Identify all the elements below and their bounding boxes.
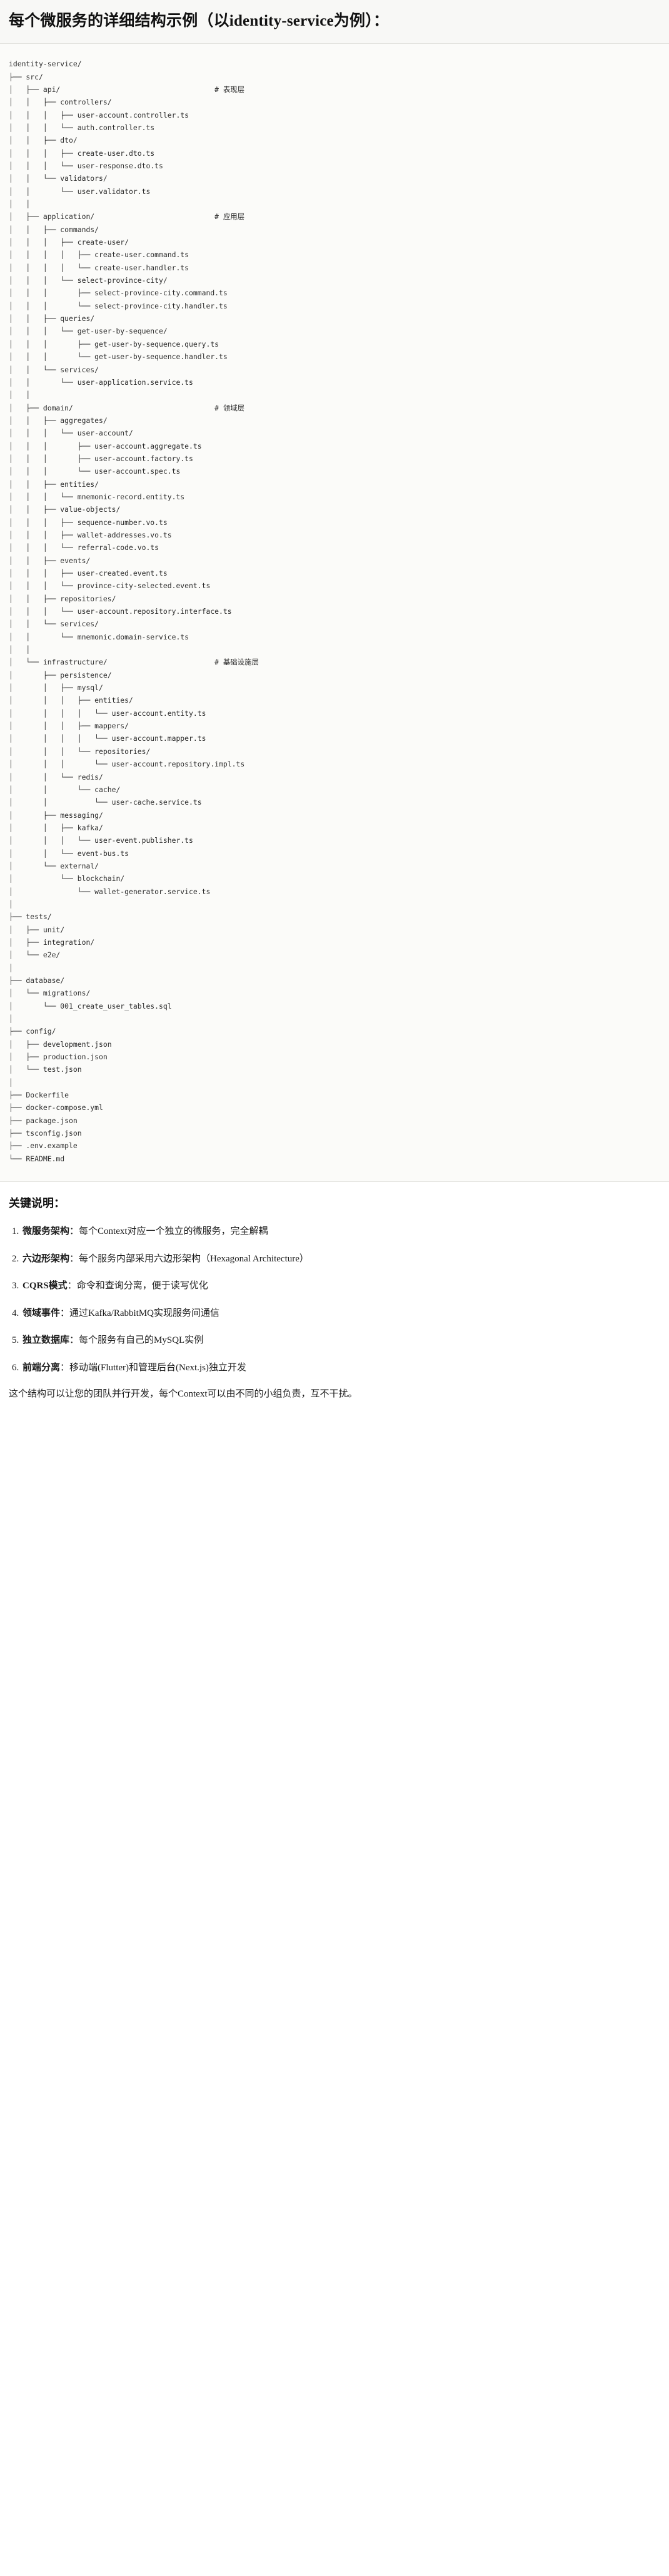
note-separator: ：: [69, 1226, 79, 1237]
note-term: 微服务架构: [23, 1226, 70, 1237]
closing-paragraph: 这个结构可以让您的团队并行开发，每个Context可以由不同的小组负责，互不干扰…: [9, 1389, 358, 1400]
note-term: 前端分离: [23, 1362, 61, 1373]
note-text: 每个Context对应一个独立的微服务，完全解耦: [79, 1226, 268, 1237]
page-title: 每个微服务的详细结构示例（以identity-service为例）：: [9, 13, 390, 29]
note-term: CQRS模式: [23, 1281, 68, 1291]
directory-tree: identity-service/ ├── src/ │ ├── api/ # …: [9, 59, 259, 1163]
note-term: 独立数据库: [23, 1335, 70, 1346]
note-text: 通过Kafka/RabbitMQ实现服务间通信: [69, 1308, 220, 1318]
key-notes-title: 关键说明：: [9, 1197, 65, 1210]
note-text: 移动端(Flutter)和管理后台(Next.js)独立开发: [69, 1362, 246, 1373]
note-text: 命令和查询分离，便于读写优化: [76, 1281, 208, 1291]
key-notes-section: 关键说明： 微服务架构：每个Context对应一个独立的微服务，完全解耦 六边形…: [0, 1182, 669, 1418]
note-text: 每个服务内部采用六边形架构（Hexagonal Architecture）: [79, 1253, 309, 1264]
key-notes-list: 微服务架构：每个Context对应一个独立的微服务，完全解耦 六边形架构：每个服…: [9, 1224, 660, 1375]
list-item: 前端分离：移动端(Flutter)和管理后台(Next.js)独立开发: [21, 1361, 660, 1375]
note-term: 六边形架构: [23, 1253, 70, 1264]
list-item: 领域事件：通过Kafka/RabbitMQ实现服务间通信: [21, 1306, 660, 1321]
list-item: 独立数据库：每个服务有自己的MySQL实例: [21, 1333, 660, 1348]
list-item: CQRS模式：命令和查询分离，便于读写优化: [21, 1279, 660, 1293]
list-item: 六边形架构：每个服务内部采用六边形架构（Hexagonal Architectu…: [21, 1252, 660, 1266]
directory-tree-block: identity-service/ ├── src/ │ ├── api/ # …: [0, 44, 669, 1183]
note-separator: ：: [67, 1281, 77, 1291]
note-separator: ：: [60, 1308, 70, 1318]
note-term: 领域事件: [23, 1308, 61, 1318]
note-separator: ：: [69, 1253, 79, 1264]
note-separator: ：: [60, 1362, 70, 1373]
list-item: 微服务架构：每个Context对应一个独立的微服务，完全解耦: [21, 1224, 660, 1239]
document-header: 每个微服务的详细结构示例（以identity-service为例）：: [0, 0, 669, 44]
note-separator: ：: [69, 1335, 79, 1346]
note-text: 每个服务有自己的MySQL实例: [79, 1335, 204, 1346]
document-page: 每个微服务的详细结构示例（以identity-service为例）： ident…: [0, 0, 669, 1418]
